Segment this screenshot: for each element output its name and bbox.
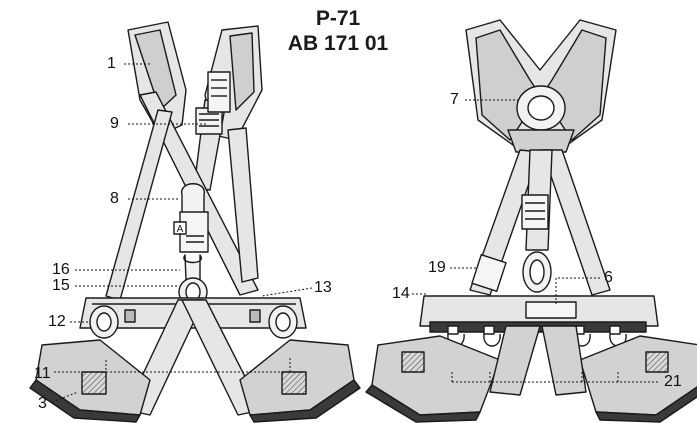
callout-21: 21 bbox=[664, 373, 682, 390]
callout-11: 11 bbox=[34, 365, 51, 382]
callout-8: 8 bbox=[110, 190, 119, 207]
belt-label-patch bbox=[525, 301, 577, 319]
gear-loop-2 bbox=[483, 333, 501, 347]
callout-9: 9 bbox=[110, 115, 119, 132]
back-adjuster-buckle bbox=[471, 254, 507, 292]
back-view bbox=[365, 19, 697, 423]
front-view: A bbox=[29, 21, 361, 423]
buckle-letter-box bbox=[173, 221, 187, 235]
leader-lines bbox=[51, 63, 660, 403]
callout-3: 3 bbox=[38, 395, 47, 412]
callout-16: 16 bbox=[52, 261, 70, 278]
buckle-letter: A bbox=[177, 224, 184, 235]
callout-1: 1 bbox=[107, 55, 116, 72]
dorsal-plate bbox=[507, 129, 575, 153]
sternal-d-ring bbox=[181, 183, 205, 216]
front-right-shoulder-inner bbox=[229, 32, 255, 111]
callout-7: 7 bbox=[450, 91, 459, 108]
front-diagonal-strap-b bbox=[227, 127, 259, 283]
chest-upper-buckle bbox=[207, 71, 231, 113]
callout-13: 13 bbox=[314, 279, 332, 296]
left-leg-buckle bbox=[81, 371, 107, 395]
model-title: P-71 bbox=[315, 7, 361, 30]
model-code: AB 171 01 bbox=[287, 32, 389, 55]
ventral-link-upper bbox=[183, 254, 203, 281]
callout-14: 14 bbox=[392, 285, 410, 302]
callout-12: 12 bbox=[48, 313, 66, 330]
callout-6: 6 bbox=[604, 269, 613, 286]
callout-19: 19 bbox=[428, 259, 446, 276]
right-leg-buckle bbox=[281, 371, 307, 395]
back-center-buckle bbox=[521, 194, 549, 230]
back-strap-right bbox=[541, 149, 611, 296]
callout-15: 15 bbox=[52, 277, 70, 294]
front-left-shoulder-inner bbox=[134, 29, 177, 111]
